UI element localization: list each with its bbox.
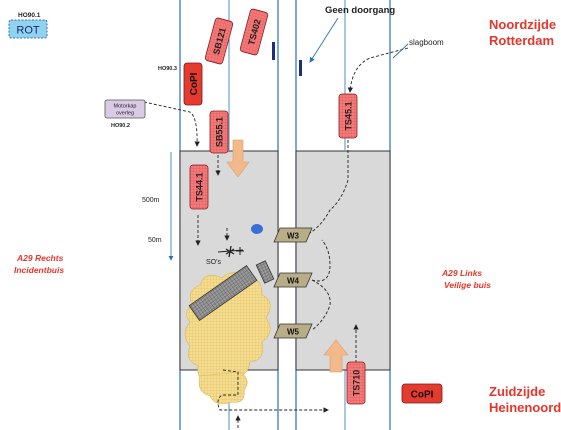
distance-50m: 50m [148, 237, 162, 244]
motorkap-overleg: Motorkap overleg HO90.2 [104, 99, 146, 129]
left-tube-subtitle: Incidentbuis [14, 265, 64, 275]
slagboom-label: slagboom [409, 38, 444, 47]
rotterdam-title: Rotterdam [489, 33, 554, 48]
copi-top: HO90.3 CoPI [158, 62, 203, 106]
zuidzijde-title: Zuidzijde [489, 384, 545, 399]
vehicle-ts710: TS710 [346, 361, 366, 405]
crashed-car [255, 260, 275, 284]
motorkap-line2: overleg [116, 111, 134, 117]
barrier-left [272, 42, 275, 60]
copi-top-code: HO90.3 [158, 66, 177, 72]
exit-w3: W3 [273, 227, 313, 243]
geen-doorgang-label: Geen doorgang [325, 5, 395, 16]
right-tube-title: A29 Links [441, 268, 482, 278]
exit-w4: W4 [273, 272, 313, 288]
vehicle-sb55-label: SB55.1 [215, 117, 225, 147]
copi-top-label: CoPI [189, 72, 200, 95]
barrier-right [299, 60, 302, 76]
slagboom: slagboom [392, 38, 444, 59]
vehicle-ts44: TS44.1 [189, 164, 209, 210]
orange-arrow-down [226, 139, 250, 178]
rot-unit: HO90.1 ROT [8, 12, 48, 39]
sos-symbol: SO's [206, 245, 244, 266]
motorkap-code: HO90.2 [111, 123, 130, 129]
vehicle-sb55: SB55.1 [209, 110, 229, 154]
vehicle-ts402: TS402 [239, 8, 269, 56]
heinenoord-title: Heinenoord [489, 400, 561, 415]
vehicle-sb121: SB121 [204, 17, 234, 65]
rot-label: ROT [16, 25, 40, 37]
crashed-truck [188, 264, 258, 322]
copi-bottom-label: CoPI [411, 390, 434, 401]
sos-label: SO's [206, 259, 221, 266]
vehicle-ts710-label: TS710 [352, 370, 362, 397]
rescue-marker [251, 224, 263, 234]
vehicle-ts45: TS45.1 [338, 93, 358, 139]
dashed-routes [143, 47, 409, 428]
motorkap-line1: Motorkap [114, 104, 137, 110]
vehicle-ts44-label: TS44.1 [195, 172, 205, 201]
left-tube-title: A29 Rechts [16, 253, 64, 263]
tube-right-safe [295, 150, 391, 371]
right-tube-subtitle: Veilige buis [444, 280, 491, 290]
vehicle-ts45-label: TS45.1 [344, 101, 354, 130]
noordzijde-title: Noordzijde [489, 17, 556, 32]
orange-arrow-up [323, 339, 349, 373]
exit-w5-label: W5 [287, 328, 300, 337]
distance-indicators: 500m 50m [142, 152, 174, 261]
exit-w4-label: W4 [287, 277, 300, 286]
geen-doorgang: Geen doorgang [309, 5, 395, 63]
exit-w5: W5 [273, 323, 313, 339]
crashed-vehicles [188, 260, 275, 322]
exit-w3-label: W3 [287, 232, 300, 241]
copi-bottom: CoPI [401, 383, 443, 404]
rot-code: HO90.1 [18, 12, 41, 19]
distance-500m: 500m [142, 197, 160, 204]
